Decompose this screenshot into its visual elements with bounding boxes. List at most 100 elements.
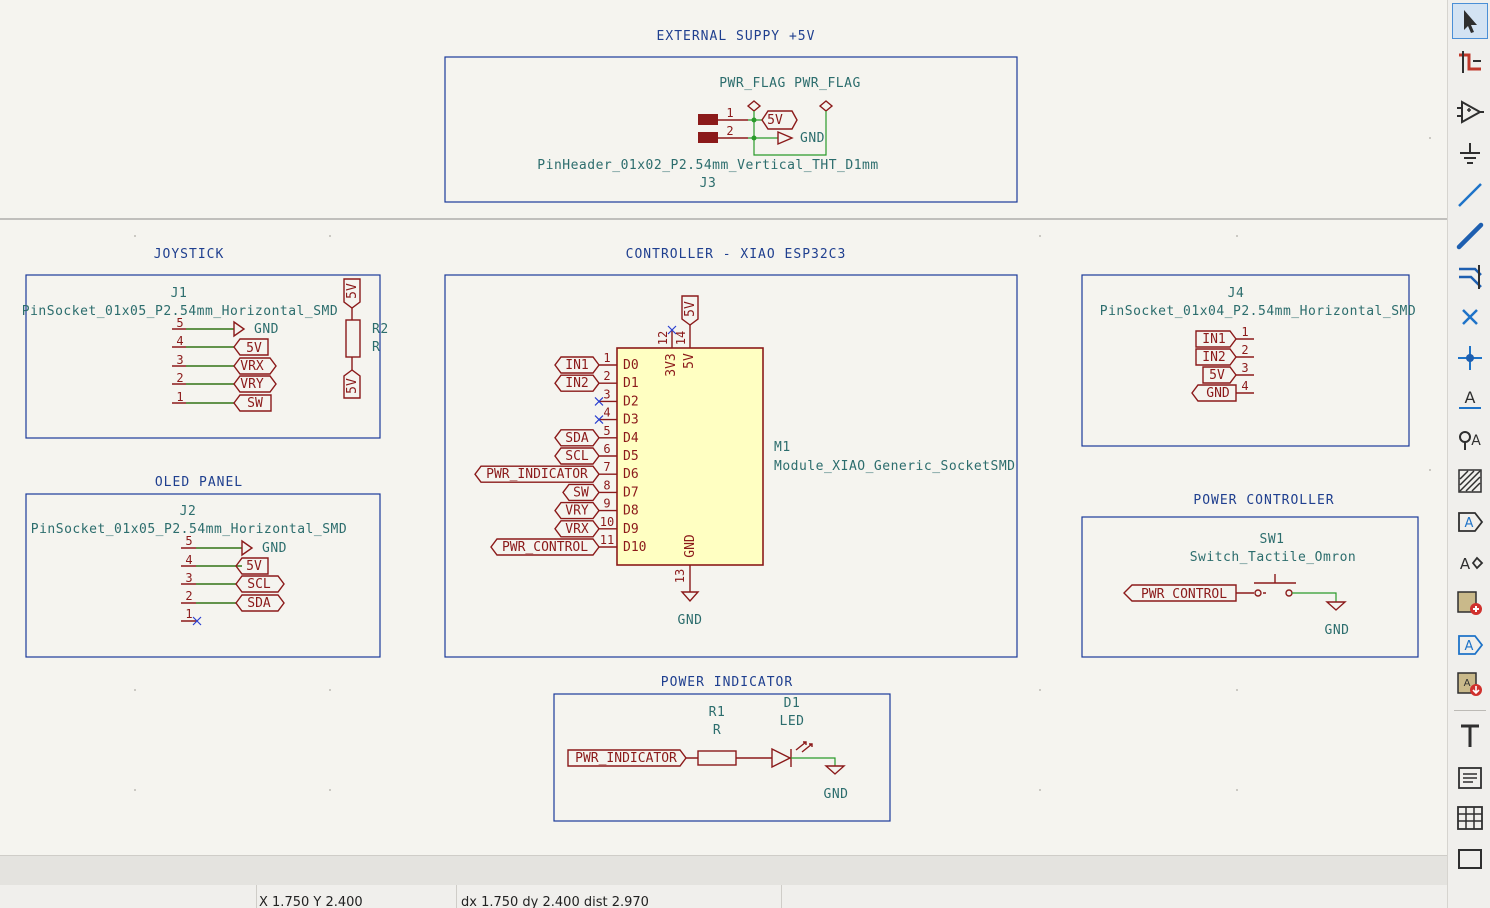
r2-bottom-label[interactable]	[343, 369, 361, 399]
net-label-icon[interactable]: A	[1452, 381, 1488, 417]
import-sheet-pin-icon[interactable]: A	[1452, 627, 1488, 663]
global-label-in1[interactable]	[554, 356, 600, 374]
global-label-5v[interactable]	[235, 557, 269, 575]
global-label-sw[interactable]	[233, 394, 272, 412]
global-label-vrx[interactable]	[554, 520, 600, 538]
bus-entry-icon[interactable]	[1452, 258, 1488, 294]
gnd-power-symbol[interactable]	[777, 130, 794, 146]
global-label-pwr-indicator[interactable]	[474, 465, 600, 483]
add-bus-icon[interactable]	[1452, 218, 1488, 254]
no-connect-marker[interactable]	[667, 325, 677, 335]
gnd-power-symbol[interactable]	[1325, 601, 1347, 611]
global-label-sw[interactable]	[562, 483, 600, 502]
gnd-power-symbol[interactable]	[824, 765, 846, 775]
global-label-5v[interactable]	[681, 295, 699, 326]
label-text: 5V	[1209, 368, 1225, 383]
label-text: PWR_CONTROL	[502, 540, 588, 555]
sheet-pin-icon[interactable]: A	[1452, 504, 1488, 540]
global-label-sda[interactable]	[235, 594, 285, 612]
global-label-scl[interactable]	[235, 575, 285, 593]
rectangle-icon[interactable]	[1452, 841, 1488, 877]
no-connect-marker[interactable]	[594, 415, 604, 425]
label-text: SDA	[565, 431, 589, 446]
gnd-power-symbol[interactable]	[233, 320, 246, 338]
pin-number: 12	[656, 331, 670, 345]
global-label-vry[interactable]	[233, 375, 277, 393]
global-label-icon[interactable]: A	[1452, 421, 1488, 457]
gnd-power-symbol[interactable]	[241, 539, 254, 557]
gnd-power-symbol[interactable]	[680, 591, 700, 603]
j1-reference: J1	[171, 286, 188, 301]
global-label-pwr-control[interactable]	[490, 538, 600, 556]
d1-led[interactable]	[771, 747, 792, 769]
hierarchical-label-icon[interactable]	[1452, 463, 1488, 499]
r2-resistor[interactable]	[345, 319, 361, 358]
sw1-switch[interactable]	[1236, 574, 1296, 594]
no-connect-marker[interactable]	[192, 616, 202, 626]
pin-name: D1	[623, 376, 639, 391]
schematic-canvas[interactable]: .box { fill:none; stroke:#1a3a9a; stroke…	[0, 0, 1447, 855]
pin-number: 10	[600, 515, 614, 529]
global-label-vrx[interactable]	[233, 357, 277, 375]
global-label-pwr-control[interactable]	[1123, 584, 1237, 602]
no-connect-marker[interactable]	[594, 396, 604, 406]
global-label-scl[interactable]	[554, 447, 600, 465]
5v-label-text: 5V	[767, 113, 783, 128]
j1-pin-number: 1	[176, 390, 183, 404]
global-label-sda[interactable]	[554, 429, 600, 447]
global-label-in2[interactable]	[1195, 348, 1237, 366]
j3-pin2-number: 2	[726, 124, 733, 138]
add-symbol-icon[interactable]	[1452, 94, 1488, 130]
j4-pin-number: 1	[1241, 325, 1248, 339]
hierarchical-sheet-icon[interactable]	[1452, 585, 1488, 621]
leave-sheet-icon[interactable]: A	[1452, 666, 1488, 702]
j3-pin1-pad[interactable]	[698, 114, 718, 125]
add-wire-icon[interactable]	[1452, 177, 1488, 213]
junction-icon[interactable]	[1452, 340, 1488, 376]
5v-global-label[interactable]	[761, 110, 798, 130]
label-text: 5V	[246, 559, 262, 574]
j4-pin-number: 4	[1241, 379, 1248, 393]
m1-module-body[interactable]	[616, 347, 764, 566]
table-icon[interactable]	[1452, 800, 1488, 836]
pwr-flag-symbol-1[interactable]	[746, 100, 762, 112]
global-label-vry[interactable]	[554, 501, 600, 520]
select-icon[interactable]	[1452, 3, 1488, 39]
global-label-5v[interactable]	[233, 338, 269, 356]
add-text-icon[interactable]	[1452, 718, 1488, 754]
controller-section: CONTROLLER - XIAO ESP32C3 12 14 3V3 5V 5…	[444, 247, 1018, 658]
external-supply-title: EXTERNAL SUPPY +5V	[657, 29, 816, 44]
no-connect-icon[interactable]	[1452, 299, 1488, 335]
joystick-box	[25, 274, 381, 439]
text-box-icon[interactable]	[1452, 760, 1488, 796]
global-label-5v[interactable]	[1202, 366, 1237, 384]
add-power-icon[interactable]	[1452, 136, 1488, 172]
r2-top-label[interactable]	[343, 278, 361, 309]
global-label-gnd[interactable]	[1191, 384, 1237, 402]
r1-resistor[interactable]	[697, 750, 737, 766]
j3-pin2-pad[interactable]	[698, 132, 718, 143]
label-text: SW	[247, 396, 263, 411]
svg-text:A: A	[1465, 516, 1474, 531]
pin-number: 1	[603, 351, 610, 365]
directive-label-icon[interactable]: A	[1452, 545, 1488, 581]
global-label-in1[interactable]	[1195, 330, 1237, 348]
global-label-pwr-indicator[interactable]	[567, 749, 687, 767]
pwr-flag-symbol-2[interactable]	[818, 100, 834, 112]
horizontal-scrollbar[interactable]	[0, 855, 1447, 886]
highlight-net-icon[interactable]	[1452, 44, 1488, 80]
label-text: VRY	[565, 504, 589, 519]
net-label-gnd: GND	[262, 541, 287, 556]
global-label-in2[interactable]	[554, 374, 600, 392]
